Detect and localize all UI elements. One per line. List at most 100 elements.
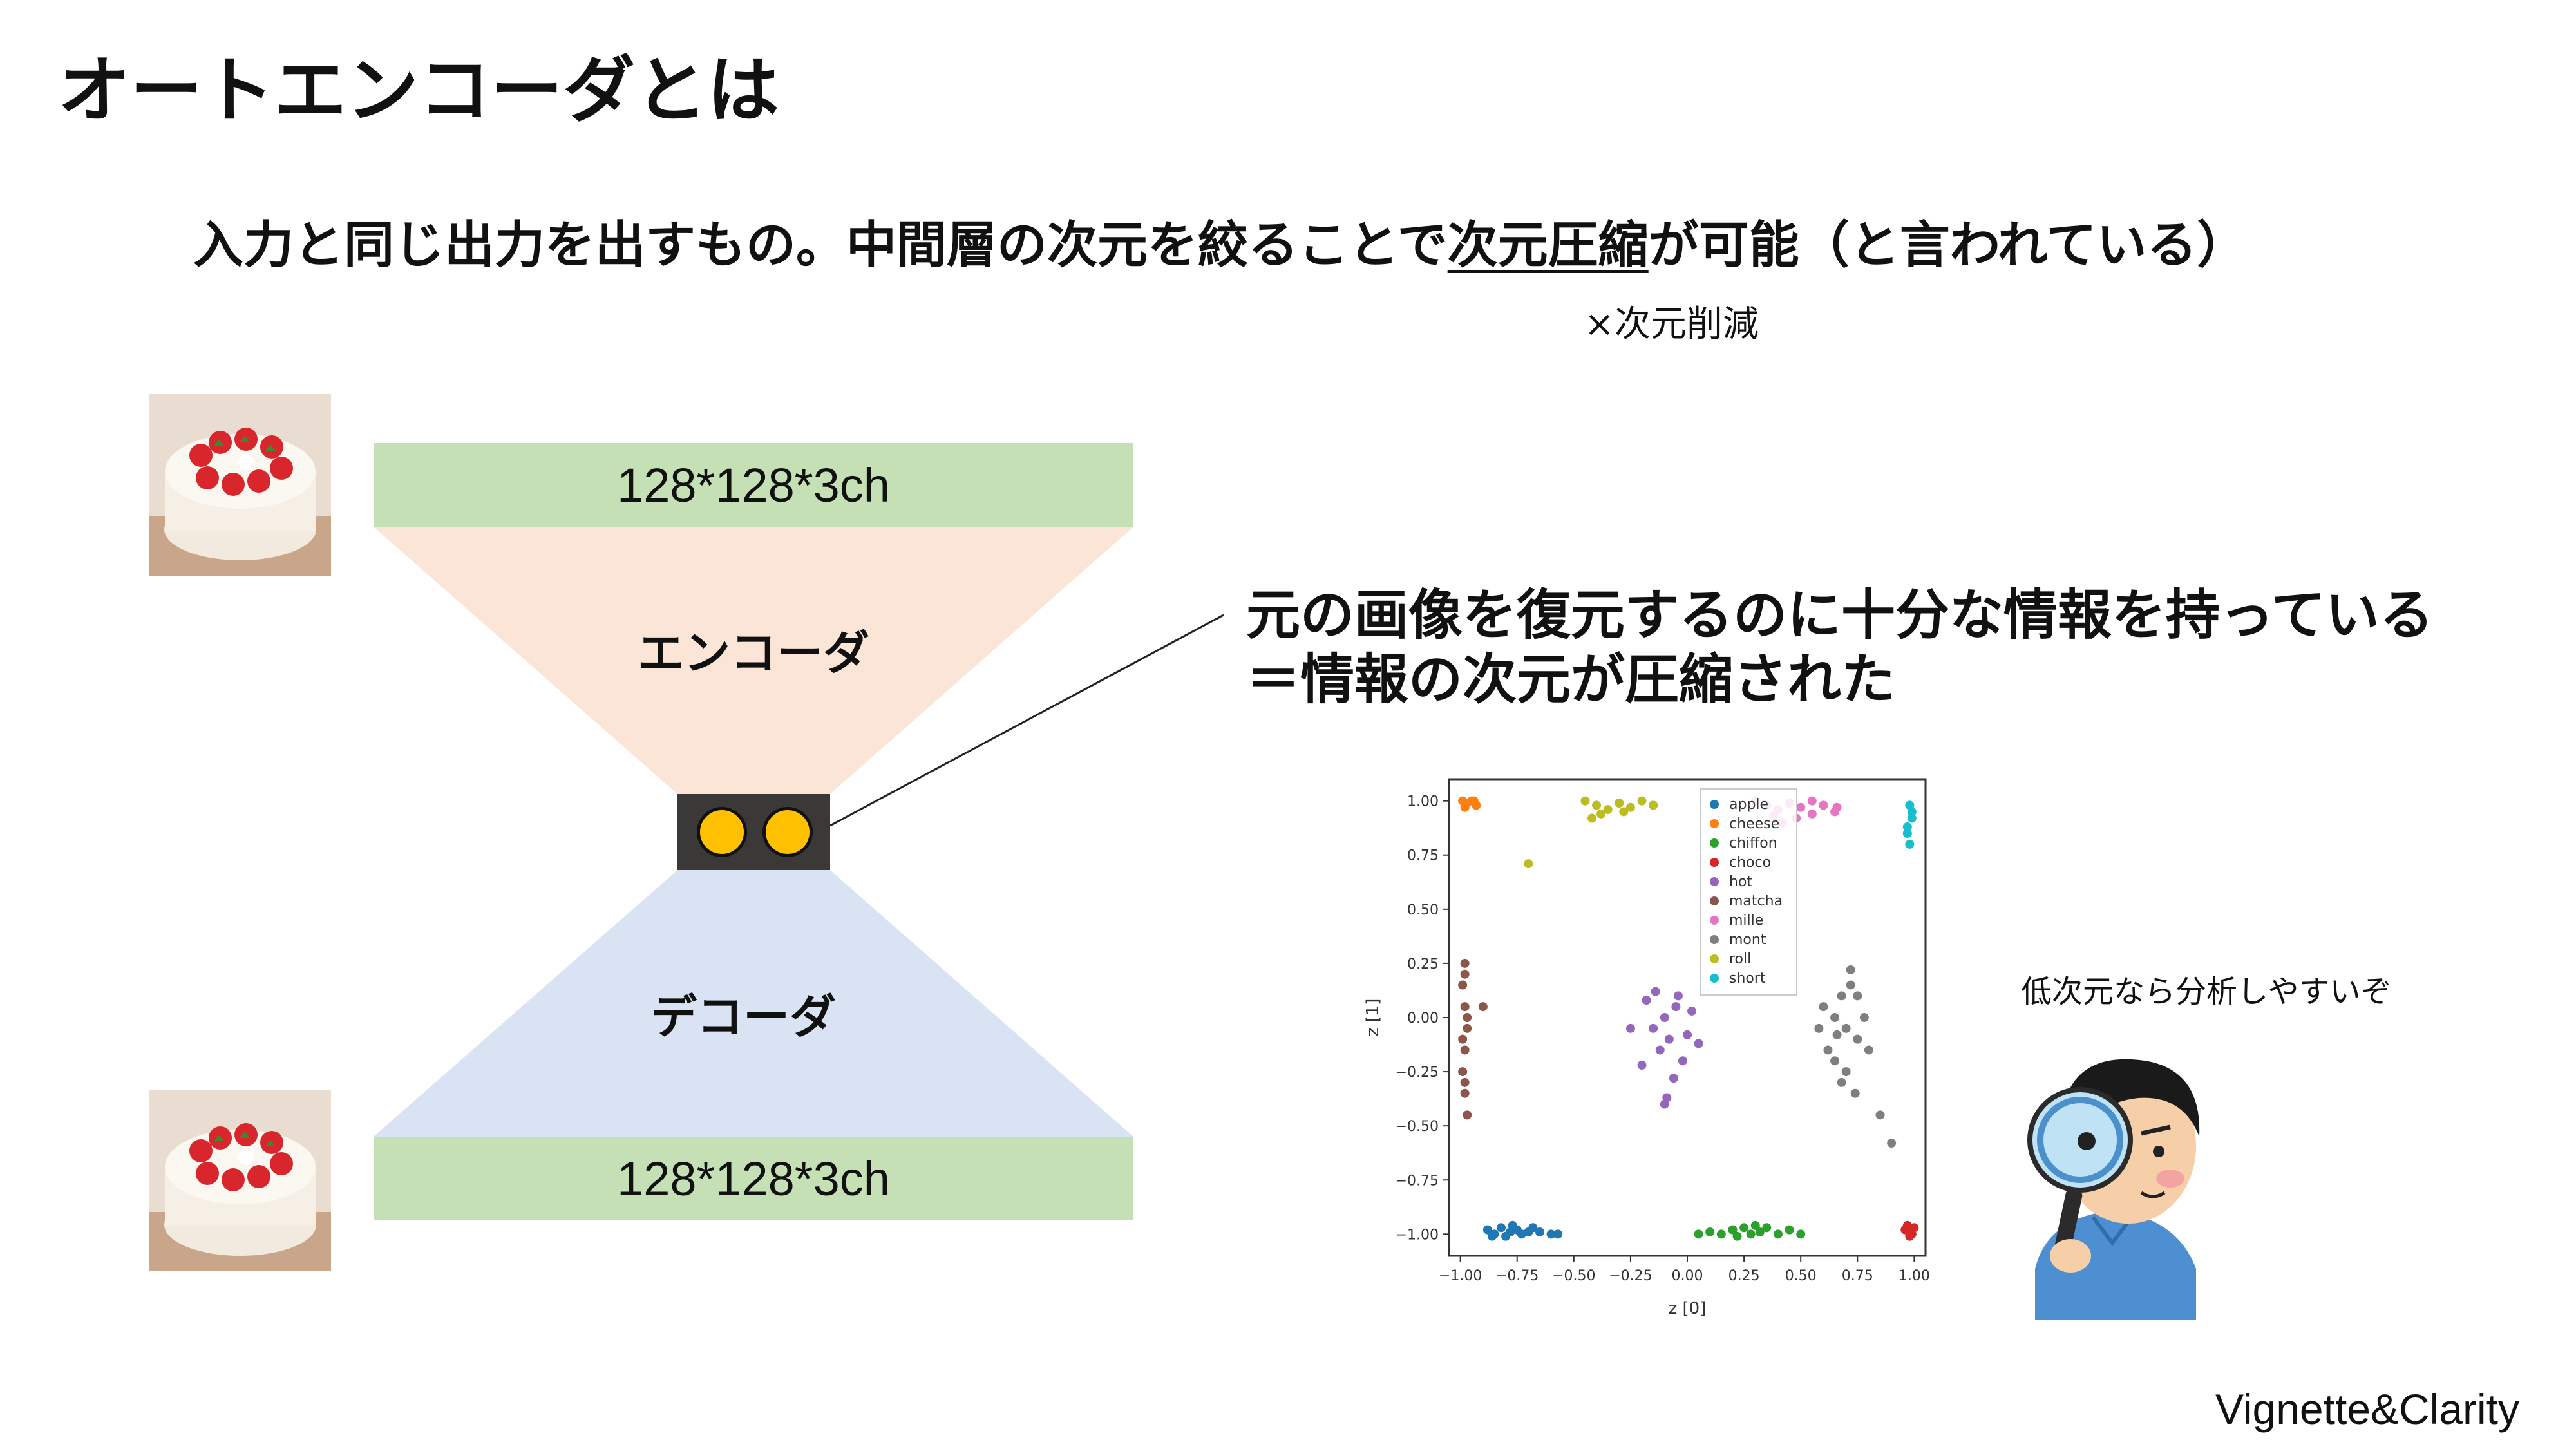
scatter-plot: −1.00 −0.75 −0.50 −0.25 0.00 0.25 0.50 0.75 1.00… <box>1363 778 1930 1318</box>
data-point-mont <box>1814 1023 1824 1033</box>
y-tick-label: −0.75 <box>1396 1173 1439 1189</box>
data-point-matcha <box>1463 1023 1472 1033</box>
data-point-short <box>1905 839 1915 849</box>
legend-label-cheese: cheese <box>1729 816 1779 832</box>
data-point-chiffon <box>1732 1231 1742 1241</box>
encoder-label: エンコーダ <box>638 626 870 680</box>
data-point-mont <box>1837 991 1846 1001</box>
data-point-mont <box>1887 1139 1897 1148</box>
data-point-roll <box>1615 799 1624 808</box>
callout-line <box>829 614 1224 827</box>
legend-marker-chiffon <box>1710 838 1719 848</box>
data-point-chiffon <box>1796 1229 1806 1239</box>
data-point-chiffon <box>1762 1223 1772 1233</box>
data-point-chiffon <box>1773 1229 1783 1239</box>
decoder-trapezoid <box>374 870 1133 1137</box>
y-tick-label: 0.50 <box>1407 902 1439 918</box>
person-magnifier-illustration <box>2027 1059 2200 1320</box>
data-point-matcha <box>1460 1088 1470 1098</box>
correction-note: ×次元削減 <box>1584 303 1759 345</box>
callout-line-1: 元の画像を復元するのに十分な情報を持っている <box>1246 583 2434 647</box>
data-point-apple <box>1482 1225 1492 1235</box>
x-axis-label: z [0] <box>1669 1299 1707 1318</box>
data-point-apple <box>1546 1229 1556 1239</box>
data-point-hot <box>1660 1013 1669 1022</box>
data-point-matcha <box>1460 1045 1470 1055</box>
latent-node-1 <box>697 807 747 857</box>
data-point-mont <box>1853 1034 1862 1044</box>
legend-label-choco: choco <box>1729 855 1771 871</box>
data-point-short <box>1907 807 1917 817</box>
y-tick-label: −0.25 <box>1396 1065 1439 1081</box>
data-point-mont <box>1841 1023 1851 1033</box>
data-point-matcha <box>1460 1077 1470 1087</box>
data-point-choco <box>1905 1231 1915 1241</box>
data-point-cheese <box>1460 802 1470 812</box>
legend-label-mont: mont <box>1729 932 1766 948</box>
data-point-matcha <box>1458 1034 1468 1044</box>
data-point-chiffon <box>1746 1229 1756 1239</box>
x-tick-label: 0.25 <box>1728 1268 1760 1284</box>
data-point-chiffon <box>1785 1225 1794 1235</box>
legend-marker-choco <box>1710 858 1719 867</box>
legend-label-matcha: matcha <box>1729 893 1783 909</box>
autoencoder-shapes <box>374 527 1224 1137</box>
y-tick-label: −0.50 <box>1396 1119 1439 1135</box>
callout-line-2: ＝情報の次元が圧縮された <box>1246 648 1896 711</box>
data-point-short <box>1902 822 1912 831</box>
decoder-label: デコーダ <box>650 990 837 1044</box>
data-point-choco <box>1909 1223 1919 1233</box>
data-point-mont <box>1819 1002 1828 1012</box>
data-point-choco <box>1900 1225 1910 1235</box>
data-point-chiffon <box>1750 1220 1760 1230</box>
data-point-short <box>1902 829 1912 838</box>
data-point-hot <box>1678 1056 1687 1066</box>
data-point-matcha <box>1458 980 1468 990</box>
data-point-hot <box>1637 1061 1647 1070</box>
x-tick-label: 0.75 <box>1842 1268 1873 1284</box>
legend-marker-cheese <box>1710 819 1719 828</box>
legend-label-apple: apple <box>1729 797 1768 813</box>
data-point-roll <box>1587 813 1596 823</box>
y-tick-label: 0.00 <box>1407 1010 1439 1027</box>
data-point-apple <box>1487 1231 1497 1241</box>
data-point-mille <box>1832 802 1842 812</box>
legend-marker-roll <box>1710 954 1719 963</box>
y-tick-label: 1.00 <box>1407 794 1439 810</box>
data-point-chiffon <box>1728 1225 1738 1235</box>
x-tick-label: 0.50 <box>1785 1268 1817 1284</box>
data-point-hot <box>1649 1023 1658 1033</box>
legend-label-short: short <box>1729 971 1766 987</box>
data-point-mont <box>1846 965 1855 974</box>
data-point-matcha <box>1463 1110 1472 1120</box>
subtitle-part-a: 入力と同じ出力を出すもの。中間層の次元を絞ることで <box>193 216 1448 274</box>
data-point-roll <box>1524 859 1533 869</box>
data-point-apple <box>1497 1223 1506 1233</box>
data-point-hot <box>1651 987 1660 996</box>
data-point-mont <box>1850 1088 1860 1098</box>
data-point-matcha <box>1460 969 1470 979</box>
x-tick-label: −0.50 <box>1552 1268 1595 1284</box>
x-tick-label: −0.75 <box>1495 1268 1539 1284</box>
data-point-chiffon <box>1716 1229 1726 1239</box>
data-point-mille <box>1819 800 1828 810</box>
data-point-apple <box>1553 1229 1563 1239</box>
data-point-roll <box>1596 809 1606 819</box>
data-point-short <box>1907 813 1917 823</box>
y-axis-label: z [1] <box>1363 999 1383 1037</box>
legend-label-roll: roll <box>1729 951 1751 967</box>
data-point-hot <box>1673 991 1683 1001</box>
data-point-mille <box>1807 809 1817 819</box>
data-point-mont <box>1830 1056 1840 1066</box>
data-point-matcha <box>1460 1002 1470 1012</box>
data-point-matcha <box>1460 958 1470 968</box>
y-tick-label: 0.75 <box>1407 848 1439 864</box>
x-tick-label: −0.25 <box>1609 1268 1652 1284</box>
data-point-mont <box>1875 1110 1885 1120</box>
data-point-mont <box>1837 1077 1846 1087</box>
subtitle: 入力と同じ出力を出すもの。中間層の次元を絞ることで次元圧縮が可能（と言われている… <box>193 205 2247 277</box>
legend-marker-hot <box>1710 877 1719 886</box>
data-point-mille <box>1807 796 1817 806</box>
data-point-roll <box>1625 802 1635 812</box>
x-tick-label: −1.00 <box>1439 1268 1482 1284</box>
